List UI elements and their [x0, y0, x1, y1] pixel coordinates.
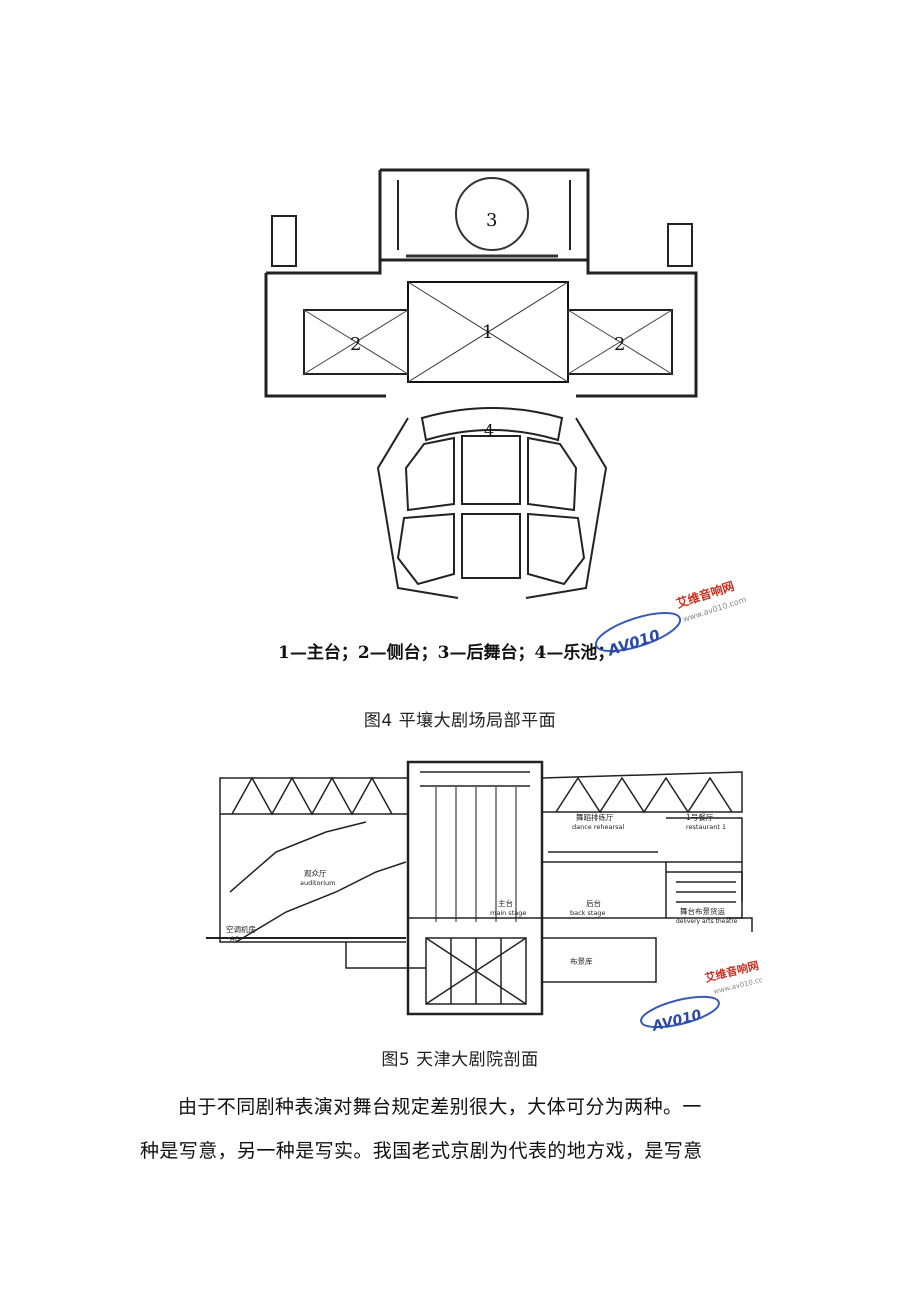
- orchestra-pit-number: 4: [484, 421, 494, 440]
- dance-rehearsal-label-cn: 舞蹈排练厅: [576, 812, 614, 822]
- dance-rehearsal-label-en: dance rehearsal: [572, 823, 625, 831]
- restaurant-label-cn: 1号餐厅: [686, 813, 714, 822]
- auditorium-label-cn: 观众厅: [304, 869, 327, 878]
- floor-plan-legend: 1—主台；2—侧台；3—后舞台；4—乐池；: [278, 642, 614, 663]
- av010-watermark-2: AV010 艾维音响网 www.av010.com: [640, 958, 762, 1032]
- delivery-label-en: delivery arts theatre: [676, 918, 738, 925]
- ac-room-label-en: AC: [230, 935, 239, 943]
- main-stage-label-cn: 主台: [498, 898, 513, 908]
- watermark-logo: AV010: [605, 626, 662, 660]
- floor-plan-drawing: 3 1 2 2 4 1—主台；2—侧台；3—后舞台；4—乐池； AV010 艾维…: [264, 168, 748, 663]
- back-stage-label-cn: 后台: [586, 898, 601, 908]
- body-paragraph: 由于不同剧种表演对舞台规定差别很大，大体可分为两种。一 种是写意，另一种是写实。…: [140, 1085, 780, 1173]
- back-stage-label-en: back stage: [570, 909, 606, 917]
- main-stage-label-en: main stage: [490, 909, 526, 917]
- paragraph-line-1: 由于不同剧种表演对舞台规定差别很大，大体可分为两种。一: [178, 1096, 702, 1118]
- watermark-logo-2: AV010: [650, 1007, 704, 1032]
- av010-watermark: AV010 艾维音响网 www.av010.com: [594, 578, 748, 660]
- figure-4-floor-plan: 3 1 2 2 4 1—主台；2—侧台；3—后舞台；4—乐池； AV010 艾维…: [258, 118, 776, 688]
- storage-label-cn: 布景库: [570, 956, 593, 966]
- figure-4-caption: 图4 平壤大剧场局部平面: [363, 711, 557, 731]
- side-stage-left-number: 2: [350, 334, 361, 355]
- ac-room-label-cn: 空调机房: [226, 924, 256, 934]
- section-drawing: 观众厅 auditorium 主台 main stage 后台 back sta…: [206, 760, 762, 1032]
- figure-5-section: 观众厅 auditorium 主台 main stage 后台 back sta…: [206, 742, 762, 1032]
- main-stage-number: 1: [482, 322, 493, 343]
- auditorium-label-en: auditorium: [300, 879, 336, 887]
- figure-5-caption: 图5 天津大剧院剖面: [381, 1050, 539, 1070]
- back-stage-number: 3: [486, 210, 497, 231]
- delivery-label-cn: 舞台布景货运: [680, 906, 725, 916]
- side-stage-right-number: 2: [614, 334, 625, 355]
- paragraph-line-2: 种是写意，另一种是写实。我国老式京剧为代表的地方戏，是写意: [140, 1140, 703, 1162]
- restaurant-label-en: restaurant 1: [686, 823, 726, 831]
